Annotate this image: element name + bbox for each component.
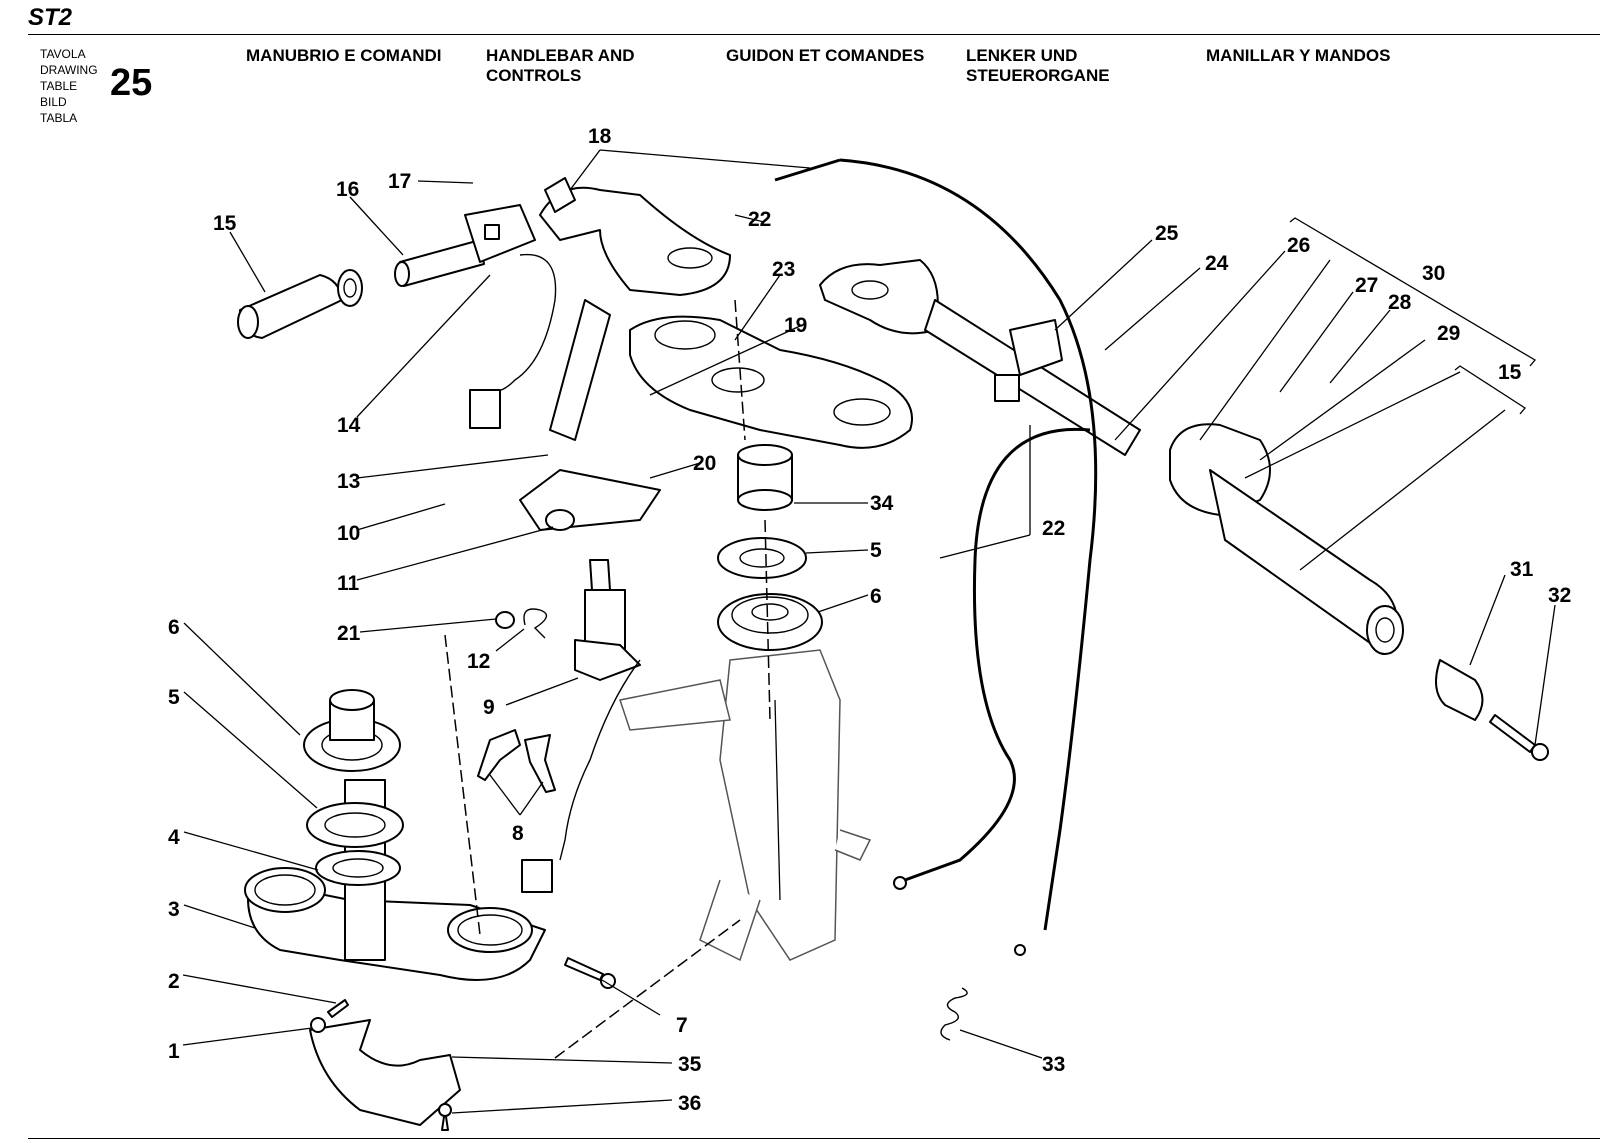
callout-4: 4 (168, 826, 180, 849)
title-german-line1: LENKER UND (966, 46, 1078, 65)
callout-18: 18 (588, 125, 612, 148)
callout-30: 30 (1422, 262, 1445, 285)
callout-9: 9 (483, 696, 495, 719)
lower-plate (309, 1019, 461, 1126)
callout-31: 31 (1510, 558, 1534, 581)
callout-28: 28 (1388, 291, 1412, 314)
callout-22-right: 22 (1042, 517, 1065, 540)
callout-33: 33 (1042, 1053, 1065, 1076)
callout-15-right: 15 (1498, 361, 1522, 384)
throttle-grip (1169, 423, 1404, 655)
footer-rule (28, 1138, 1600, 1139)
callout-5-left: 5 (168, 686, 180, 709)
left-grip (237, 269, 363, 339)
title-english-line2: CONTROLS (486, 66, 582, 85)
callout-6-left: 6 (168, 616, 180, 639)
washer-5-upper (717, 537, 807, 579)
callout-14: 14 (337, 414, 361, 437)
title-german: LENKER UND STEUERORGANE (966, 46, 1110, 86)
title-english-line1: HANDLEBAR AND (486, 46, 635, 65)
table-word-de: BILD (40, 95, 67, 109)
title-english: HANDLEBAR AND CONTROLS (486, 46, 635, 86)
callout-29: 29 (1437, 322, 1460, 345)
callout-7: 7 (676, 1014, 688, 1037)
table-number: 25 (110, 62, 153, 104)
right-clip-on (819, 259, 1141, 456)
callout-1: 1 (168, 1040, 180, 1063)
callout-27: 27 (1355, 274, 1378, 297)
group-brackets (1289, 217, 1536, 415)
callout-25: 25 (1155, 222, 1179, 245)
steering-nut (737, 444, 793, 511)
callout-26: 26 (1287, 234, 1310, 257)
callout-15-left: 15 (213, 212, 237, 235)
title-spanish: MANILLAR Y MANDOS (1206, 46, 1391, 65)
right-switch (994, 319, 1063, 402)
callout-16: 16 (336, 178, 359, 201)
table-word-en: DRAWING (40, 63, 98, 77)
bearing-lower (303, 689, 401, 772)
callout-24: 24 (1205, 252, 1229, 275)
table-word-it: TAVOLA (40, 47, 86, 61)
bearing-upper (717, 593, 823, 651)
model-name: ST2 (28, 4, 73, 31)
title-italian: MANUBRIO E COMANDI (246, 46, 442, 65)
upper-yoke (629, 315, 913, 449)
callout-2: 2 (168, 970, 180, 993)
frame-head-tube (619, 649, 872, 962)
lower-yoke (244, 779, 546, 981)
throttle-cables (774, 158, 1098, 956)
callout-36: 36 (678, 1092, 701, 1115)
left-switch (464, 204, 557, 429)
ring-and-clip (495, 608, 548, 639)
table-word-es: TABLA (40, 111, 78, 125)
header-rule (28, 34, 1600, 35)
table-word-fr: TABLE (40, 79, 78, 93)
small-bolts (310, 957, 616, 1131)
callout-20: 20 (693, 452, 716, 475)
bracket-13 (519, 299, 661, 531)
seal-ring (306, 802, 404, 886)
callout-19: 19 (784, 314, 807, 337)
callout-8: 8 (512, 822, 524, 845)
callout-12: 12 (467, 650, 490, 673)
keys (477, 729, 556, 793)
title-french: GUIDON ET COMANDES (726, 46, 925, 65)
callout-35: 35 (678, 1053, 702, 1076)
callout-21: 21 (337, 622, 361, 645)
callout-3: 3 (168, 898, 180, 921)
callout-17: 17 (388, 170, 411, 193)
assembly-axes (444, 299, 771, 1059)
callout-11: 11 (337, 572, 360, 595)
callout-22-top: 22 (748, 208, 771, 231)
left-handlebar-tube (394, 239, 485, 287)
title-german-line2: STEUERORGANE (966, 66, 1110, 85)
callout-34: 34 (870, 492, 894, 515)
callout-numbers: 1 2 3 4 5 6 7 8 9 10 11 12 13 14 15 16 1… (168, 125, 1571, 1115)
bar-end-weight (1435, 659, 1549, 761)
callout-5-right: 5 (870, 539, 882, 562)
spring-33 (940, 987, 968, 1041)
callout-10: 10 (337, 522, 360, 545)
callout-32: 32 (1548, 584, 1571, 607)
ignition-switch (521, 559, 641, 893)
left-clip-on (539, 177, 731, 296)
callout-23: 23 (772, 258, 795, 281)
leader-lines (182, 149, 1556, 1114)
table-label: TAVOLA DRAWING TABLE BILD TABLA (40, 46, 98, 126)
callout-6-right: 6 (870, 585, 882, 608)
callout-13: 13 (337, 470, 360, 493)
